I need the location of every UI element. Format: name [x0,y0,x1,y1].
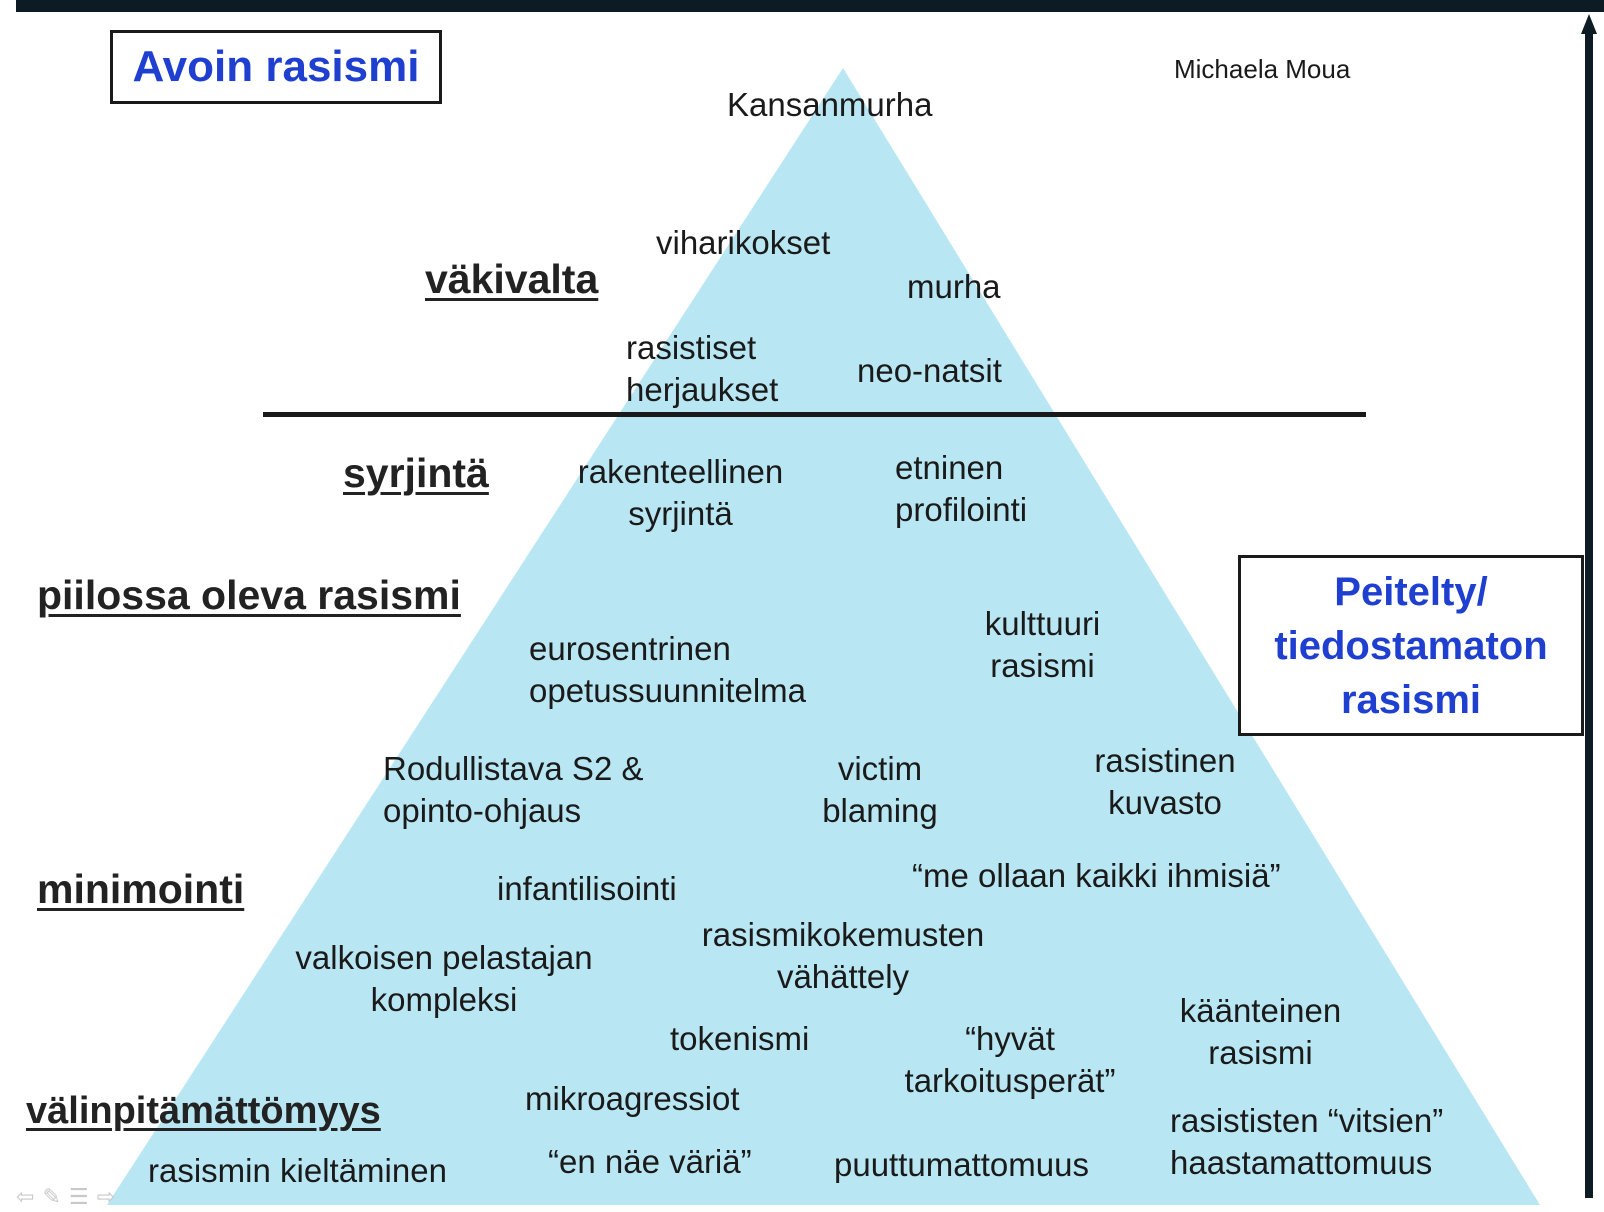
forward-arrow-icon[interactable]: ⇨ [96,1184,116,1209]
item-infantilization: infantilisointi [497,870,677,907]
item-unchallenged-racist-jokes: rasististen “vitsien”haastamattomuus [1170,1102,1444,1181]
overt-racism-label: Avoin rasismi [132,42,420,91]
item-tokenism: tokenismi [670,1020,810,1057]
item-denial-of-racism: rasismin kieltäminen [148,1152,447,1189]
menu-icon[interactable]: ☰ [68,1184,89,1209]
pen-icon[interactable]: ✎ [42,1184,61,1209]
author-credit: Michaela Moua [1174,54,1351,84]
item-microaggressions: mikroagressiot [525,1080,740,1117]
level-heading-violence: väkivalta [425,256,599,302]
level-heading-hidden: piilossa oleva rasismi [37,572,461,618]
overt-covert-divider [263,412,1366,417]
top-border-bar [16,0,1604,12]
item-neo-nazis: neo-natsit [857,352,1002,389]
item-colorblind: “en näe väriä” [548,1143,752,1180]
item-non-intervention: puuttumattomuus [834,1146,1089,1183]
level-heading-indifference: välinpitämättömyys [26,1090,381,1132]
item-hate-crimes: viharikokset [656,224,831,261]
vertical-scale-arrow [1585,28,1593,1198]
covert-racism-box: Peitelty/ tiedostamaton rasismi [1238,555,1584,736]
item-we-are-all-human: “me ollaan kaikki ihmisiä” [912,857,1281,894]
item-racializing-guidance: Rodullistava S2 &opinto-ohjaus [383,750,644,829]
back-arrow-icon[interactable]: ⇦ [16,1184,35,1209]
slideshow-toolbar: ⇦ ✎ ☰ ⇨ [16,1184,176,1209]
item-genocide: Kansanmurha [727,86,933,123]
covert-label-line: tiedostamaton [1274,623,1548,668]
overt-racism-box: Avoin rasismi [110,30,442,104]
covert-label-line: rasismi [1340,677,1482,722]
pyramid-triangle [107,68,1540,1205]
level-heading-minimizing: minimointi [37,866,245,912]
level-heading-discrimination: syrjintä [343,450,489,496]
covert-label-line: Peitelty/ [1334,569,1488,614]
item-murder: murha [907,268,1001,305]
